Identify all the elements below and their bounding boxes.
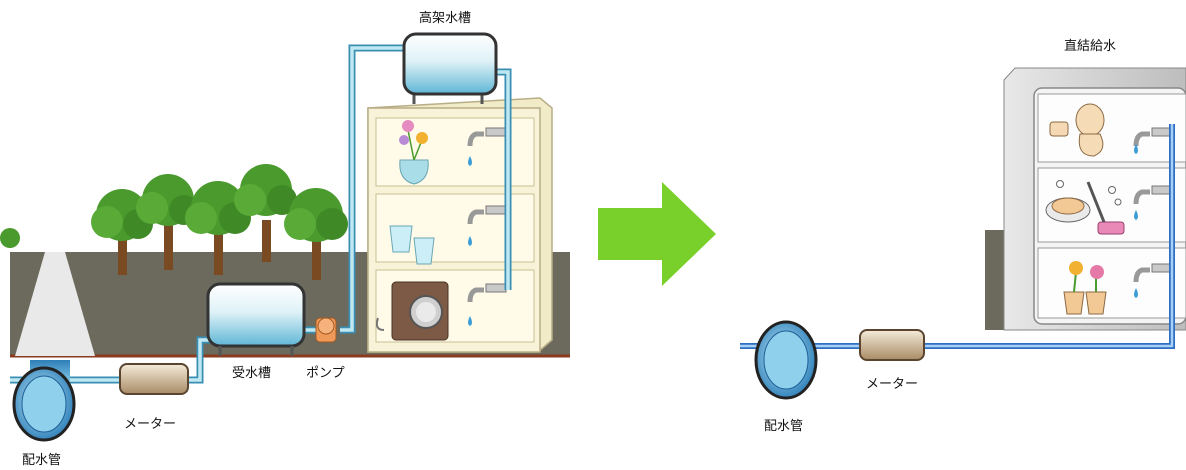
receiving-tank (206, 282, 306, 356)
faucet-icon (467, 205, 507, 246)
meter-left (119, 363, 189, 395)
left-diagram: 高架水槽 受水槽 ポンプ メーター 配水管 (0, 10, 570, 468)
washing-machine-icon (375, 281, 449, 341)
faucet-icon (467, 127, 507, 166)
main-pipe-left (12, 360, 76, 442)
label-main-pipe-left: 配水管 (22, 453, 61, 468)
arrow-right-icon (598, 182, 716, 286)
flower-vase-icon (399, 120, 429, 185)
tree-icon (234, 164, 297, 262)
toilet-icon (1049, 103, 1105, 157)
cups-icon (389, 225, 435, 265)
main-pipe-right (754, 320, 818, 400)
meter-right (859, 329, 925, 361)
flower-pots-icon (1063, 261, 1107, 315)
tree-icon (284, 188, 348, 280)
label-direct-supply: 直結給水 (1064, 39, 1116, 54)
label-meter-right: メーター (866, 377, 918, 392)
label-receiving-tank: 受水槽 (232, 366, 271, 381)
label-pump: ポンプ (306, 366, 345, 381)
road (15, 252, 95, 356)
dishes-icon (1045, 180, 1125, 235)
label-main-pipe-right: 配水管 (764, 419, 803, 434)
tree-icon (136, 174, 199, 270)
elevated-tank (402, 32, 498, 104)
pump (315, 317, 337, 343)
faucet-icon (1133, 127, 1173, 154)
tree-icon (0, 228, 20, 248)
tree-icon (91, 189, 153, 275)
right-diagram: 直結給水 メーター 配水管 (740, 39, 1186, 434)
label-meter-left: メーター (124, 417, 176, 432)
label-elevated-tank: 高架水槽 (419, 10, 471, 26)
faucet-icon (1133, 185, 1173, 220)
